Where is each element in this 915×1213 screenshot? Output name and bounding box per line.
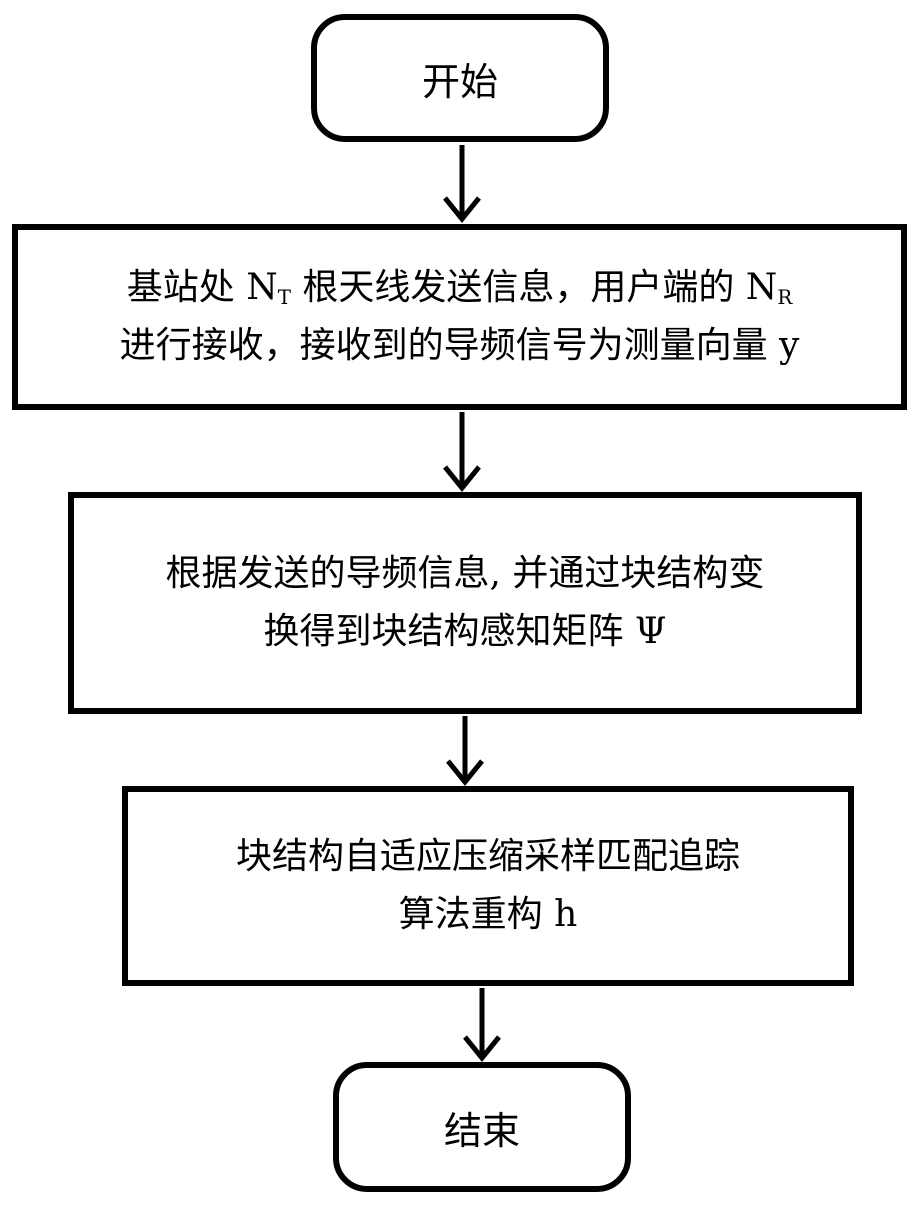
end-node: 结束 <box>333 1062 631 1192</box>
step-reconstruct-line1: 块结构自适应压缩采样匹配追踪 <box>235 836 740 877</box>
step-receive-pilot-line2: 进行接收，接收到的导频信号为测量向量 y <box>119 325 800 366</box>
step-sensing-matrix-line1: 根据发送的导频信息, 并通过块结构变 <box>165 553 765 594</box>
step-reconstruct: 块结构自适应压缩采样匹配追踪 算法重构 h <box>122 786 854 986</box>
start-node: 开始 <box>311 14 609 142</box>
step-sensing-matrix-line2: 换得到块结构感知矩阵 Ψ <box>263 611 667 652</box>
arrow-step3-to-end <box>463 988 501 1062</box>
step-receive-pilot-line1: 基站处 NT 根天线发送信息，用户端的 NR <box>126 267 793 309</box>
arrow-step1-to-step2 <box>443 412 481 492</box>
end-label: 结束 <box>443 1108 520 1153</box>
step-reconstruct-line2: 算法重构 h <box>398 894 578 935</box>
step-receive-pilot: 基站处 NT 根天线发送信息，用户端的 NR 进行接收，接收到的导频信号为测量向… <box>12 224 907 410</box>
start-label: 开始 <box>421 59 498 104</box>
arrow-start-to-step1 <box>443 145 481 223</box>
step-sensing-matrix: 根据发送的导频信息, 并通过块结构变 换得到块结构感知矩阵 Ψ <box>68 492 862 714</box>
arrow-step2-to-step3 <box>446 716 484 786</box>
